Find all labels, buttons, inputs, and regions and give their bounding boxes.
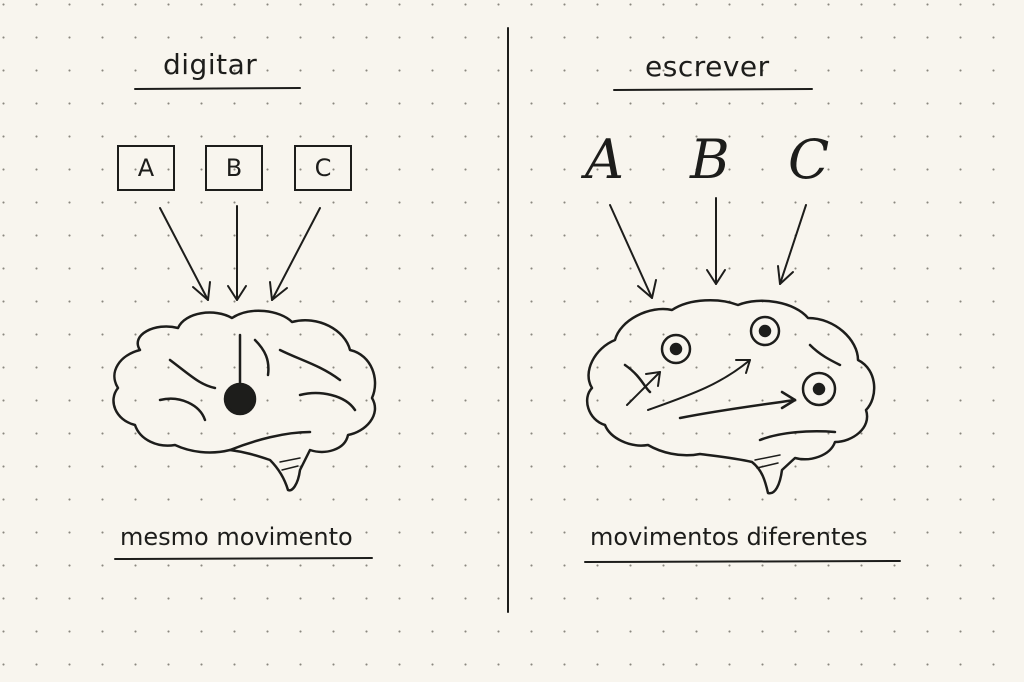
- key-a: A: [117, 145, 175, 191]
- left-arrows: [159, 205, 321, 301]
- right-arrows: [609, 197, 807, 299]
- left-caption-underline: [114, 557, 373, 560]
- right-brain-icon: [585, 299, 876, 495]
- right-caption: movimentos diferentes: [590, 523, 868, 551]
- right-title-underline: [613, 88, 813, 91]
- handwritten-b: B: [690, 128, 730, 191]
- left-title: digitar: [163, 48, 258, 81]
- key-c: C: [294, 145, 352, 191]
- right-caption-underline: [584, 560, 901, 563]
- left-brain-icon: [112, 309, 377, 492]
- key-b: B: [205, 145, 263, 191]
- left-caption: mesmo movimento: [120, 523, 353, 551]
- right-title: escrever: [645, 50, 770, 83]
- handwritten-a: A: [585, 128, 624, 191]
- left-title-underline: [134, 87, 301, 90]
- handwritten-c: C: [788, 128, 830, 191]
